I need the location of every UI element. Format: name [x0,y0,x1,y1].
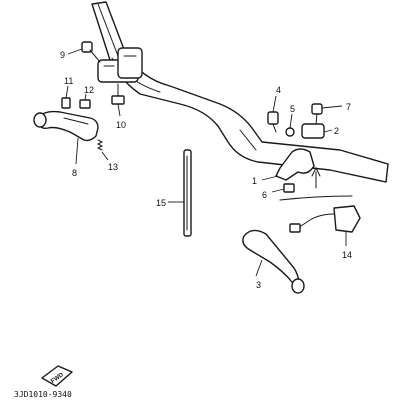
nut-10 [111,83,125,117]
direction-arrow [311,166,321,189]
fwd-badge: FWD [41,365,73,387]
callout-3: 3 [256,280,261,290]
bolt-4 [267,95,279,133]
callout-13: 13 [108,162,118,172]
washer-5 [285,113,295,137]
handlebar [91,1,389,183]
callout-15: 15 [156,198,166,208]
cable-tie-15 [168,149,192,237]
throttle-housing [97,47,143,83]
spring-13 [96,139,109,161]
callout-10: 10 [116,120,126,130]
lever-3 [242,229,305,294]
callout-9: 9 [60,50,65,60]
callout-12: 12 [84,85,94,95]
callout-5: 5 [290,104,295,114]
bolt-7 [311,103,343,125]
bolt-9 [67,41,101,63]
callout-6: 6 [262,190,267,200]
drawing-code: 3JD1010-9340 [14,390,72,399]
switch-14 [279,195,361,246]
nut-12 [79,93,91,109]
callout-1: 1 [252,176,257,186]
callout-7: 7 [346,102,351,112]
callout-11: 11 [64,76,73,86]
callout-2: 2 [334,126,339,136]
screw-6 [271,183,295,193]
left-lever [33,110,99,142]
callout-14: 14 [342,250,352,260]
callout-8: 8 [72,168,77,178]
clutch-lever-holder [261,148,315,181]
screw-11 [61,85,71,109]
clamp-2 [301,123,333,139]
callout-4: 4 [276,85,281,95]
